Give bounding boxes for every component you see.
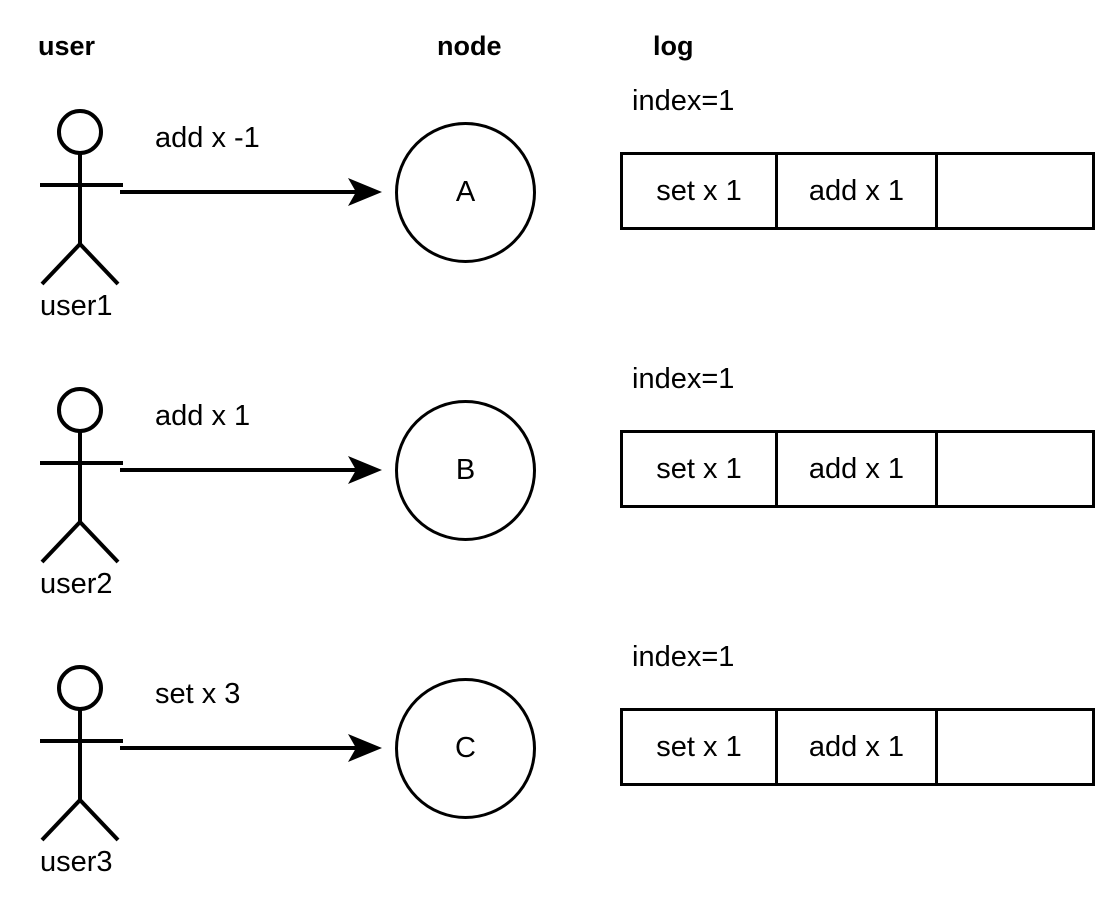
node-label: C: [455, 732, 476, 764]
stick-figure-icon: [34, 106, 130, 286]
log-entry-cell: set x 1: [620, 152, 778, 230]
arrow-right-icon: [118, 454, 386, 486]
diagram-row: user2 add x 1 B index=1 set x 1 add x 1: [0, 342, 1118, 620]
message-label: add x 1: [155, 400, 251, 432]
log-index-label: index=1: [632, 641, 735, 673]
log-index-label: index=1: [632, 85, 735, 117]
log-entry-cell-empty: [935, 708, 1095, 786]
log-table: set x 1 add x 1: [620, 708, 1095, 786]
arrow-right-icon: [118, 732, 386, 764]
column-header-log: log: [653, 31, 694, 61]
node-circle: B: [395, 400, 536, 541]
log-table: set x 1 add x 1: [620, 152, 1095, 230]
node-label: A: [455, 176, 476, 208]
diagram-row: user1 add x -1 A index=1 set x 1 add x 1: [0, 64, 1118, 342]
column-header-node: node: [437, 31, 502, 61]
log-entry-cell: add x 1: [775, 430, 938, 508]
actor-label: user1: [40, 290, 113, 322]
node-circle: C: [395, 678, 536, 819]
log-entry-cell: add x 1: [775, 708, 938, 786]
actor-label: user2: [40, 568, 113, 600]
message-label: set x 3: [155, 678, 241, 710]
log-entry-cell-empty: [935, 430, 1095, 508]
stick-figure-icon: [34, 662, 130, 842]
log-entry-cell: add x 1: [775, 152, 938, 230]
message-label: add x -1: [155, 122, 260, 154]
log-index-label: index=1: [632, 363, 735, 395]
log-table: set x 1 add x 1: [620, 430, 1095, 508]
actor-label: user3: [40, 846, 113, 878]
stick-figure-icon: [34, 384, 130, 564]
log-entry-cell-empty: [935, 152, 1095, 230]
column-header-user: user: [38, 31, 96, 61]
arrow-right-icon: [118, 176, 386, 208]
log-entry-cell: set x 1: [620, 430, 778, 508]
log-entry-cell: set x 1: [620, 708, 778, 786]
node-circle: A: [395, 122, 536, 263]
diagram-row: user3 set x 3 C index=1 set x 1 add x 1: [0, 620, 1118, 898]
node-label: B: [455, 454, 476, 486]
